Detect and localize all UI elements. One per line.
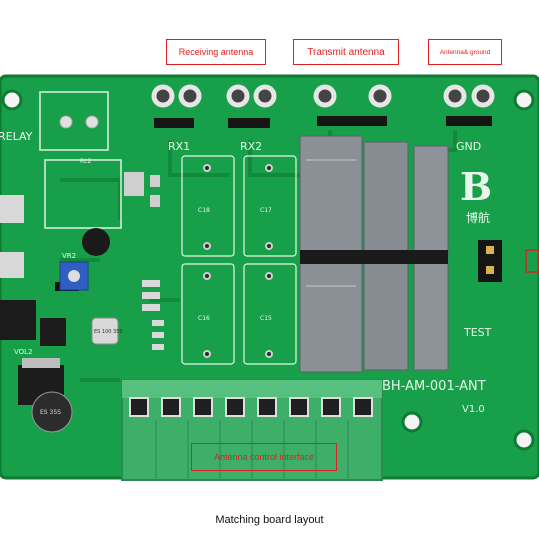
relay-label: RELAY <box>0 130 33 143</box>
vol-label: VOL2 <box>14 348 33 356</box>
electrolytic-cap <box>31 391 73 433</box>
receiving-antenna-callout: Receiving antenna <box>166 39 266 65</box>
side-marker <box>525 249 539 273</box>
logo-mark: B <box>460 164 492 209</box>
ecap-label: ES 100 35S <box>94 329 123 335</box>
test-label: TEST <box>463 326 492 339</box>
model-label: BH-AM-001-ANT <box>382 379 486 394</box>
smd-pad-block <box>0 252 24 278</box>
control-interface-callout: Antenna control interface <box>191 443 337 471</box>
logo-chinese: 博航 <box>466 210 490 225</box>
relay-outline <box>39 91 109 151</box>
transformer-blocks <box>299 135 449 373</box>
rx2-label: RX2 <box>240 140 262 153</box>
c15-label: C15 <box>260 315 272 322</box>
smd-chip <box>124 172 144 196</box>
tx-connectors <box>313 84 392 126</box>
mount-hole-tr <box>513 89 535 111</box>
smd-cap-row <box>142 280 164 350</box>
relay-footprint-2 <box>44 159 122 229</box>
transmit-antenna-callout: Transmit antenna <box>293 39 399 65</box>
vr-label: VR2 <box>62 252 76 260</box>
relay-pad <box>85 115 99 129</box>
smd-chip <box>150 175 160 187</box>
smd-chip <box>150 195 160 207</box>
inductor <box>82 228 110 256</box>
terminal-block <box>121 379 383 481</box>
gnd-connectors <box>443 84 495 126</box>
trimmer-knob <box>68 270 80 282</box>
test-pin <box>486 266 494 274</box>
cap-outlines <box>181 155 297 365</box>
electrolytic-cap-2 <box>91 317 119 345</box>
c17-label: C17 <box>260 207 272 214</box>
mount-hole-br <box>513 429 535 451</box>
mount-hole-tl <box>1 89 23 111</box>
ecap2-label: ES 35S <box>40 409 61 416</box>
gnd-label: GND <box>456 140 481 153</box>
regulator-tab <box>22 358 60 368</box>
test-pin <box>486 246 494 254</box>
rx-connectors <box>151 84 277 128</box>
ic-chip <box>40 318 66 346</box>
c18-label: C18 <box>198 207 210 214</box>
antenna-ground-callout: Antenna& ground <box>428 39 502 65</box>
c16-label: C16 <box>198 315 210 322</box>
cap-pads <box>203 164 273 358</box>
rx1-label: RX1 <box>168 140 190 153</box>
rl-label: RL2 <box>80 158 92 165</box>
mount-hole-bl <box>401 411 423 433</box>
version-label: V1.0 <box>462 404 485 415</box>
relay-pad <box>59 115 73 129</box>
figure-caption: Matching board layout <box>215 514 324 526</box>
ic-chip <box>0 300 36 340</box>
smd-pad-block <box>0 195 24 223</box>
